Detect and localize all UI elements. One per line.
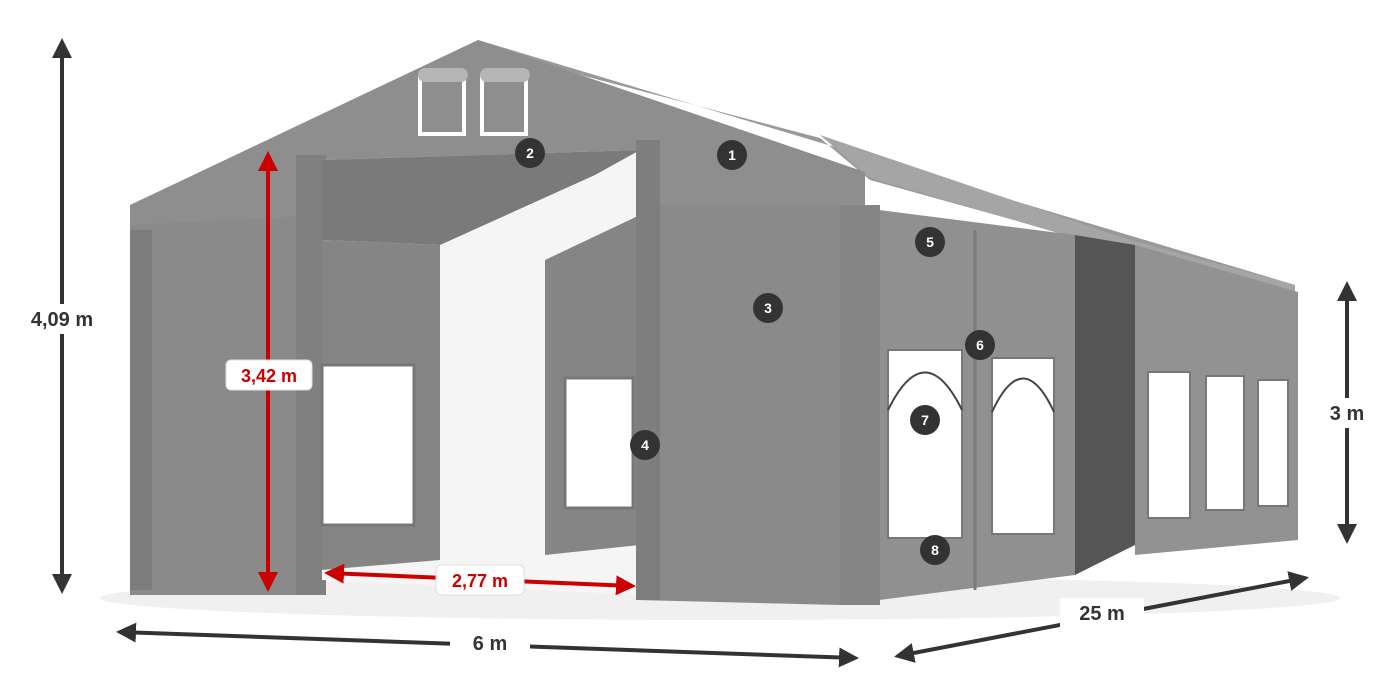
front-wall-right bbox=[636, 140, 840, 605]
marker-7: 7 bbox=[910, 405, 940, 435]
marker-1: 1 bbox=[717, 140, 747, 170]
marker-6: 6 bbox=[965, 330, 995, 360]
roof-back-section bbox=[820, 135, 1295, 295]
marker-2: 2 bbox=[515, 138, 545, 168]
marker-4: 4 bbox=[630, 430, 660, 460]
side-window-4 bbox=[1205, 375, 1245, 511]
marker-3: 3 bbox=[753, 293, 783, 323]
label-total-height: 4,09 m bbox=[31, 309, 93, 331]
svg-text:7: 7 bbox=[921, 412, 929, 428]
svg-text:8: 8 bbox=[931, 542, 939, 558]
label-door-height: 3,42 m bbox=[241, 366, 297, 386]
side-window-5 bbox=[1257, 379, 1289, 507]
marker-5: 5 bbox=[915, 227, 945, 257]
svg-text:1: 1 bbox=[728, 147, 736, 163]
side-window-1 bbox=[887, 349, 963, 539]
svg-text:6: 6 bbox=[976, 337, 984, 353]
svg-text:2: 2 bbox=[526, 145, 534, 161]
svg-text:4: 4 bbox=[641, 437, 649, 453]
marker-8: 8 bbox=[920, 535, 950, 565]
label-door-width: 2,77 m bbox=[452, 571, 508, 591]
side-window-2 bbox=[991, 357, 1055, 535]
svg-text:5: 5 bbox=[926, 234, 934, 250]
label-length: 25 m bbox=[1079, 603, 1125, 625]
side-window-3 bbox=[1147, 371, 1191, 519]
front-wall-left bbox=[130, 215, 322, 595]
label-width: 6 m bbox=[473, 633, 507, 655]
label-side-height: 3 m bbox=[1330, 403, 1364, 425]
svg-text:3: 3 bbox=[764, 300, 772, 316]
